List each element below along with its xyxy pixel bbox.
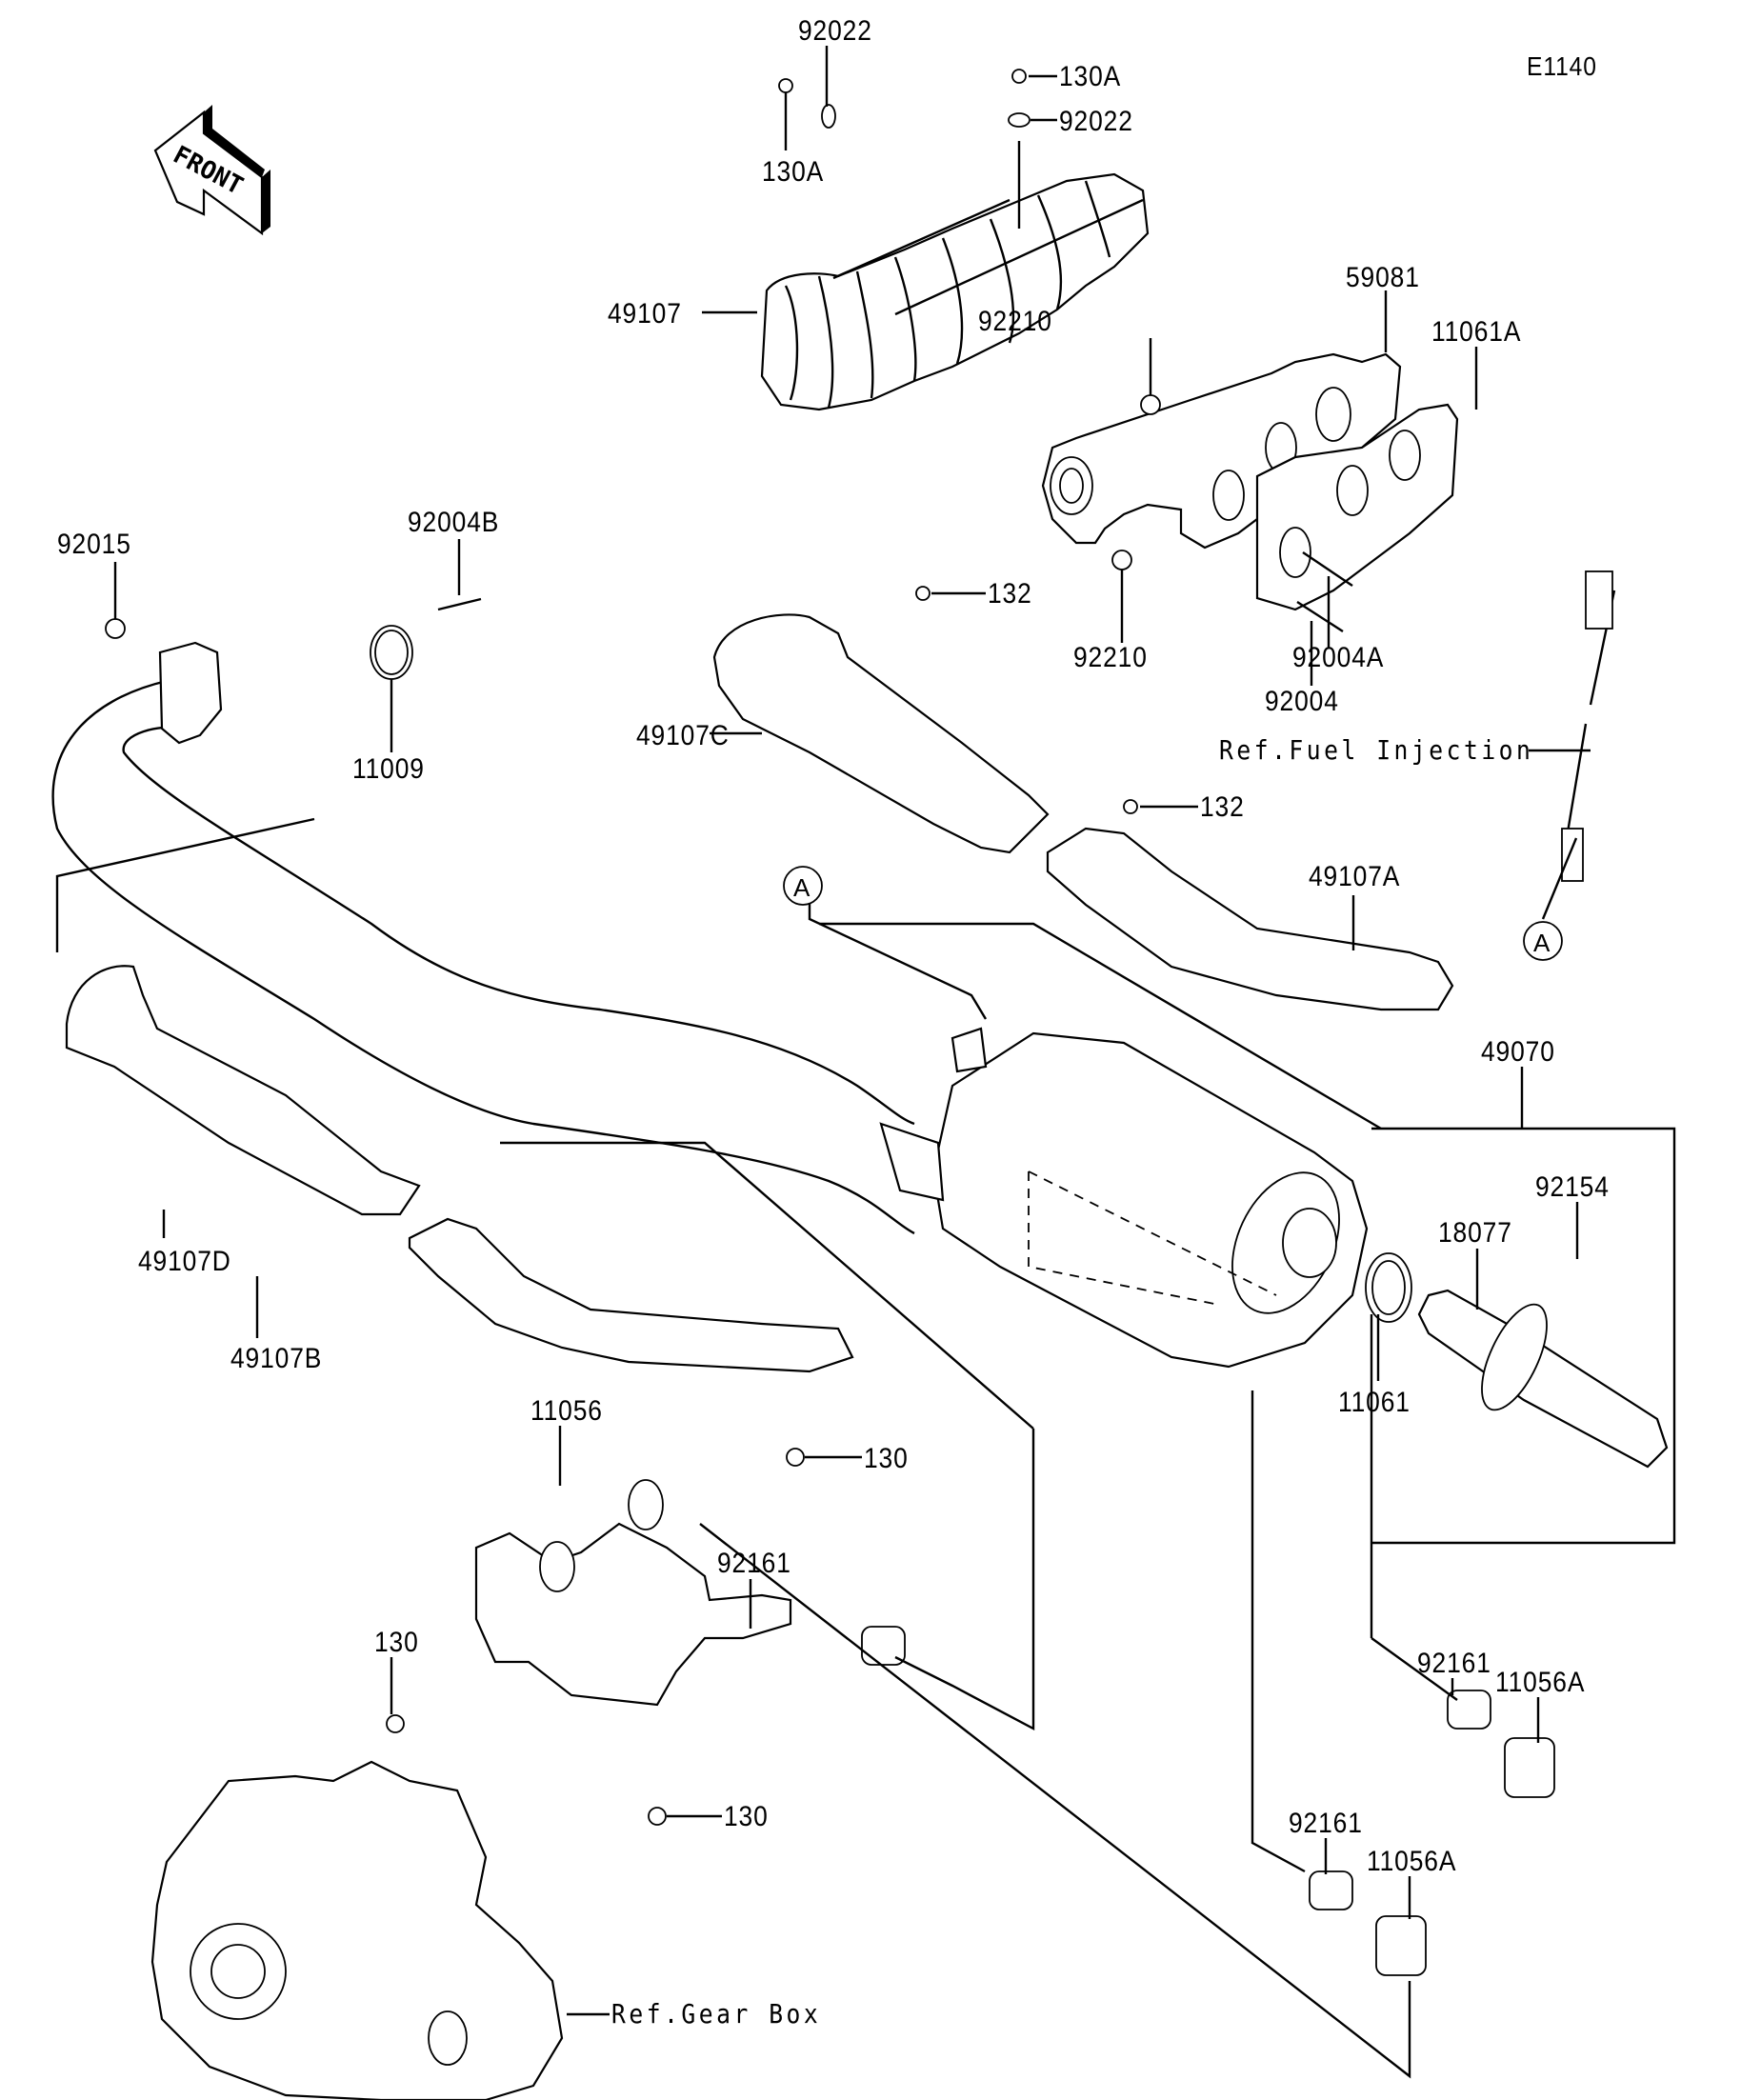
bolt-130-right [786, 1448, 805, 1467]
collar-92161-mid [861, 1626, 906, 1666]
part-label-11061A[interactable]: 11061A [1431, 316, 1522, 348]
part-label-92161-right[interactable]: 92161 [1417, 1648, 1491, 1679]
o2-sensor [1561, 570, 1616, 882]
part-label-49107C[interactable]: 49107C [636, 720, 730, 751]
part-label-92161-bottom[interactable]: 92161 [1289, 1808, 1363, 1839]
bolt-130A-top [1011, 69, 1027, 84]
part-label-59081[interactable]: 59081 [1346, 262, 1420, 293]
bolt-130A-left [778, 78, 793, 93]
bolt-130-left [386, 1714, 405, 1733]
heat-cover-49107B [408, 1217, 854, 1373]
stud-92004 [1296, 600, 1344, 633]
washer-92022-right [1008, 112, 1031, 128]
part-label-92015[interactable]: 92015 [57, 529, 131, 560]
muffler-49070 [879, 1027, 1369, 1369]
part-label-11056[interactable]: 11056 [530, 1395, 603, 1427]
exhaust-pipe [51, 641, 915, 1235]
bushing-11056A-bottom [1375, 1915, 1427, 1976]
part-label-130A-top[interactable]: 130A [1059, 61, 1122, 92]
part-label-11056A-bottom[interactable]: 11056A [1367, 1846, 1457, 1877]
ref-fuel-injection[interactable]: Ref.Fuel Injection [1219, 734, 1534, 766]
callout-a-right: A [1523, 921, 1563, 961]
front-arrow-icon: FRONT [153, 105, 270, 236]
part-label-130-right[interactable]: 130 [864, 1443, 909, 1474]
part-label-130-left[interactable]: 130 [374, 1627, 419, 1658]
gasket-11061A [1255, 403, 1459, 611]
ref-gear-box[interactable]: Ref.Gear Box [611, 1998, 822, 2030]
part-label-49107A[interactable]: 49107A [1309, 861, 1401, 892]
part-label-49070[interactable]: 49070 [1481, 1036, 1555, 1068]
part-label-11009[interactable]: 11009 [352, 753, 425, 785]
gasket-11061 [1365, 1252, 1412, 1323]
nut-92210-lower [1111, 550, 1132, 570]
nut-92015 [105, 618, 126, 639]
nut-92210-upper [1140, 394, 1161, 415]
part-label-130A-left[interactable]: 130A [762, 156, 825, 188]
collar-92161-right [1447, 1690, 1491, 1730]
part-label-92154[interactable]: 92154 [1535, 1171, 1610, 1203]
part-label-132-lower[interactable]: 132 [1200, 791, 1245, 823]
part-label-92210-lower[interactable]: 92210 [1073, 642, 1148, 673]
part-label-11056A-right[interactable]: 11056A [1495, 1667, 1586, 1698]
stud-92004A [1302, 551, 1353, 587]
part-label-92004A[interactable]: 92004A [1292, 642, 1385, 673]
heat-cover-49107 [760, 172, 1150, 411]
part-label-130-bottom[interactable]: 130 [724, 1801, 769, 1832]
bushing-11056-b [539, 1541, 575, 1592]
gasket-11009 [370, 625, 413, 680]
bolt-132-lower [1123, 799, 1138, 814]
svg-text:A: A [1533, 929, 1551, 957]
bolt-132-upper [915, 586, 931, 601]
svg-text:A: A [793, 873, 810, 902]
part-label-92022-right[interactable]: 92022 [1059, 106, 1133, 137]
part-label-92022-top[interactable]: 92022 [798, 15, 872, 47]
part-label-49107B[interactable]: 49107B [230, 1343, 323, 1374]
part-label-132-upper[interactable]: 132 [988, 578, 1032, 610]
callout-a-left: A [783, 866, 823, 906]
heat-cover-49107C [712, 613, 1050, 854]
stud-92004B [437, 597, 482, 611]
part-label-18077[interactable]: 18077 [1438, 1217, 1512, 1249]
tailpipe-18077 [1417, 1289, 1669, 1469]
bolt-130-bottom [648, 1807, 667, 1826]
bushing-11056A-right [1504, 1737, 1555, 1798]
part-label-92004B[interactable]: 92004B [408, 507, 500, 538]
part-label-92161-mid[interactable]: 92161 [717, 1548, 791, 1579]
part-label-92210-upper[interactable]: 92210 [978, 306, 1052, 337]
heat-cover-49107A [1046, 827, 1454, 1011]
part-label-92004[interactable]: 92004 [1265, 686, 1339, 717]
washer-92022-top [821, 104, 836, 129]
heat-cover-49107D [65, 965, 421, 1216]
leader-lines [55, 46, 1676, 2079]
diagram-code: E1140 [1527, 51, 1597, 81]
collar-92161-bottom [1309, 1870, 1353, 1910]
gear-box [150, 1760, 564, 2100]
part-label-49107[interactable]: 49107 [608, 298, 682, 330]
part-label-11061[interactable]: 11061 [1338, 1387, 1411, 1418]
bushing-11056-a [628, 1479, 664, 1530]
part-label-49107D[interactable]: 49107D [138, 1246, 231, 1277]
